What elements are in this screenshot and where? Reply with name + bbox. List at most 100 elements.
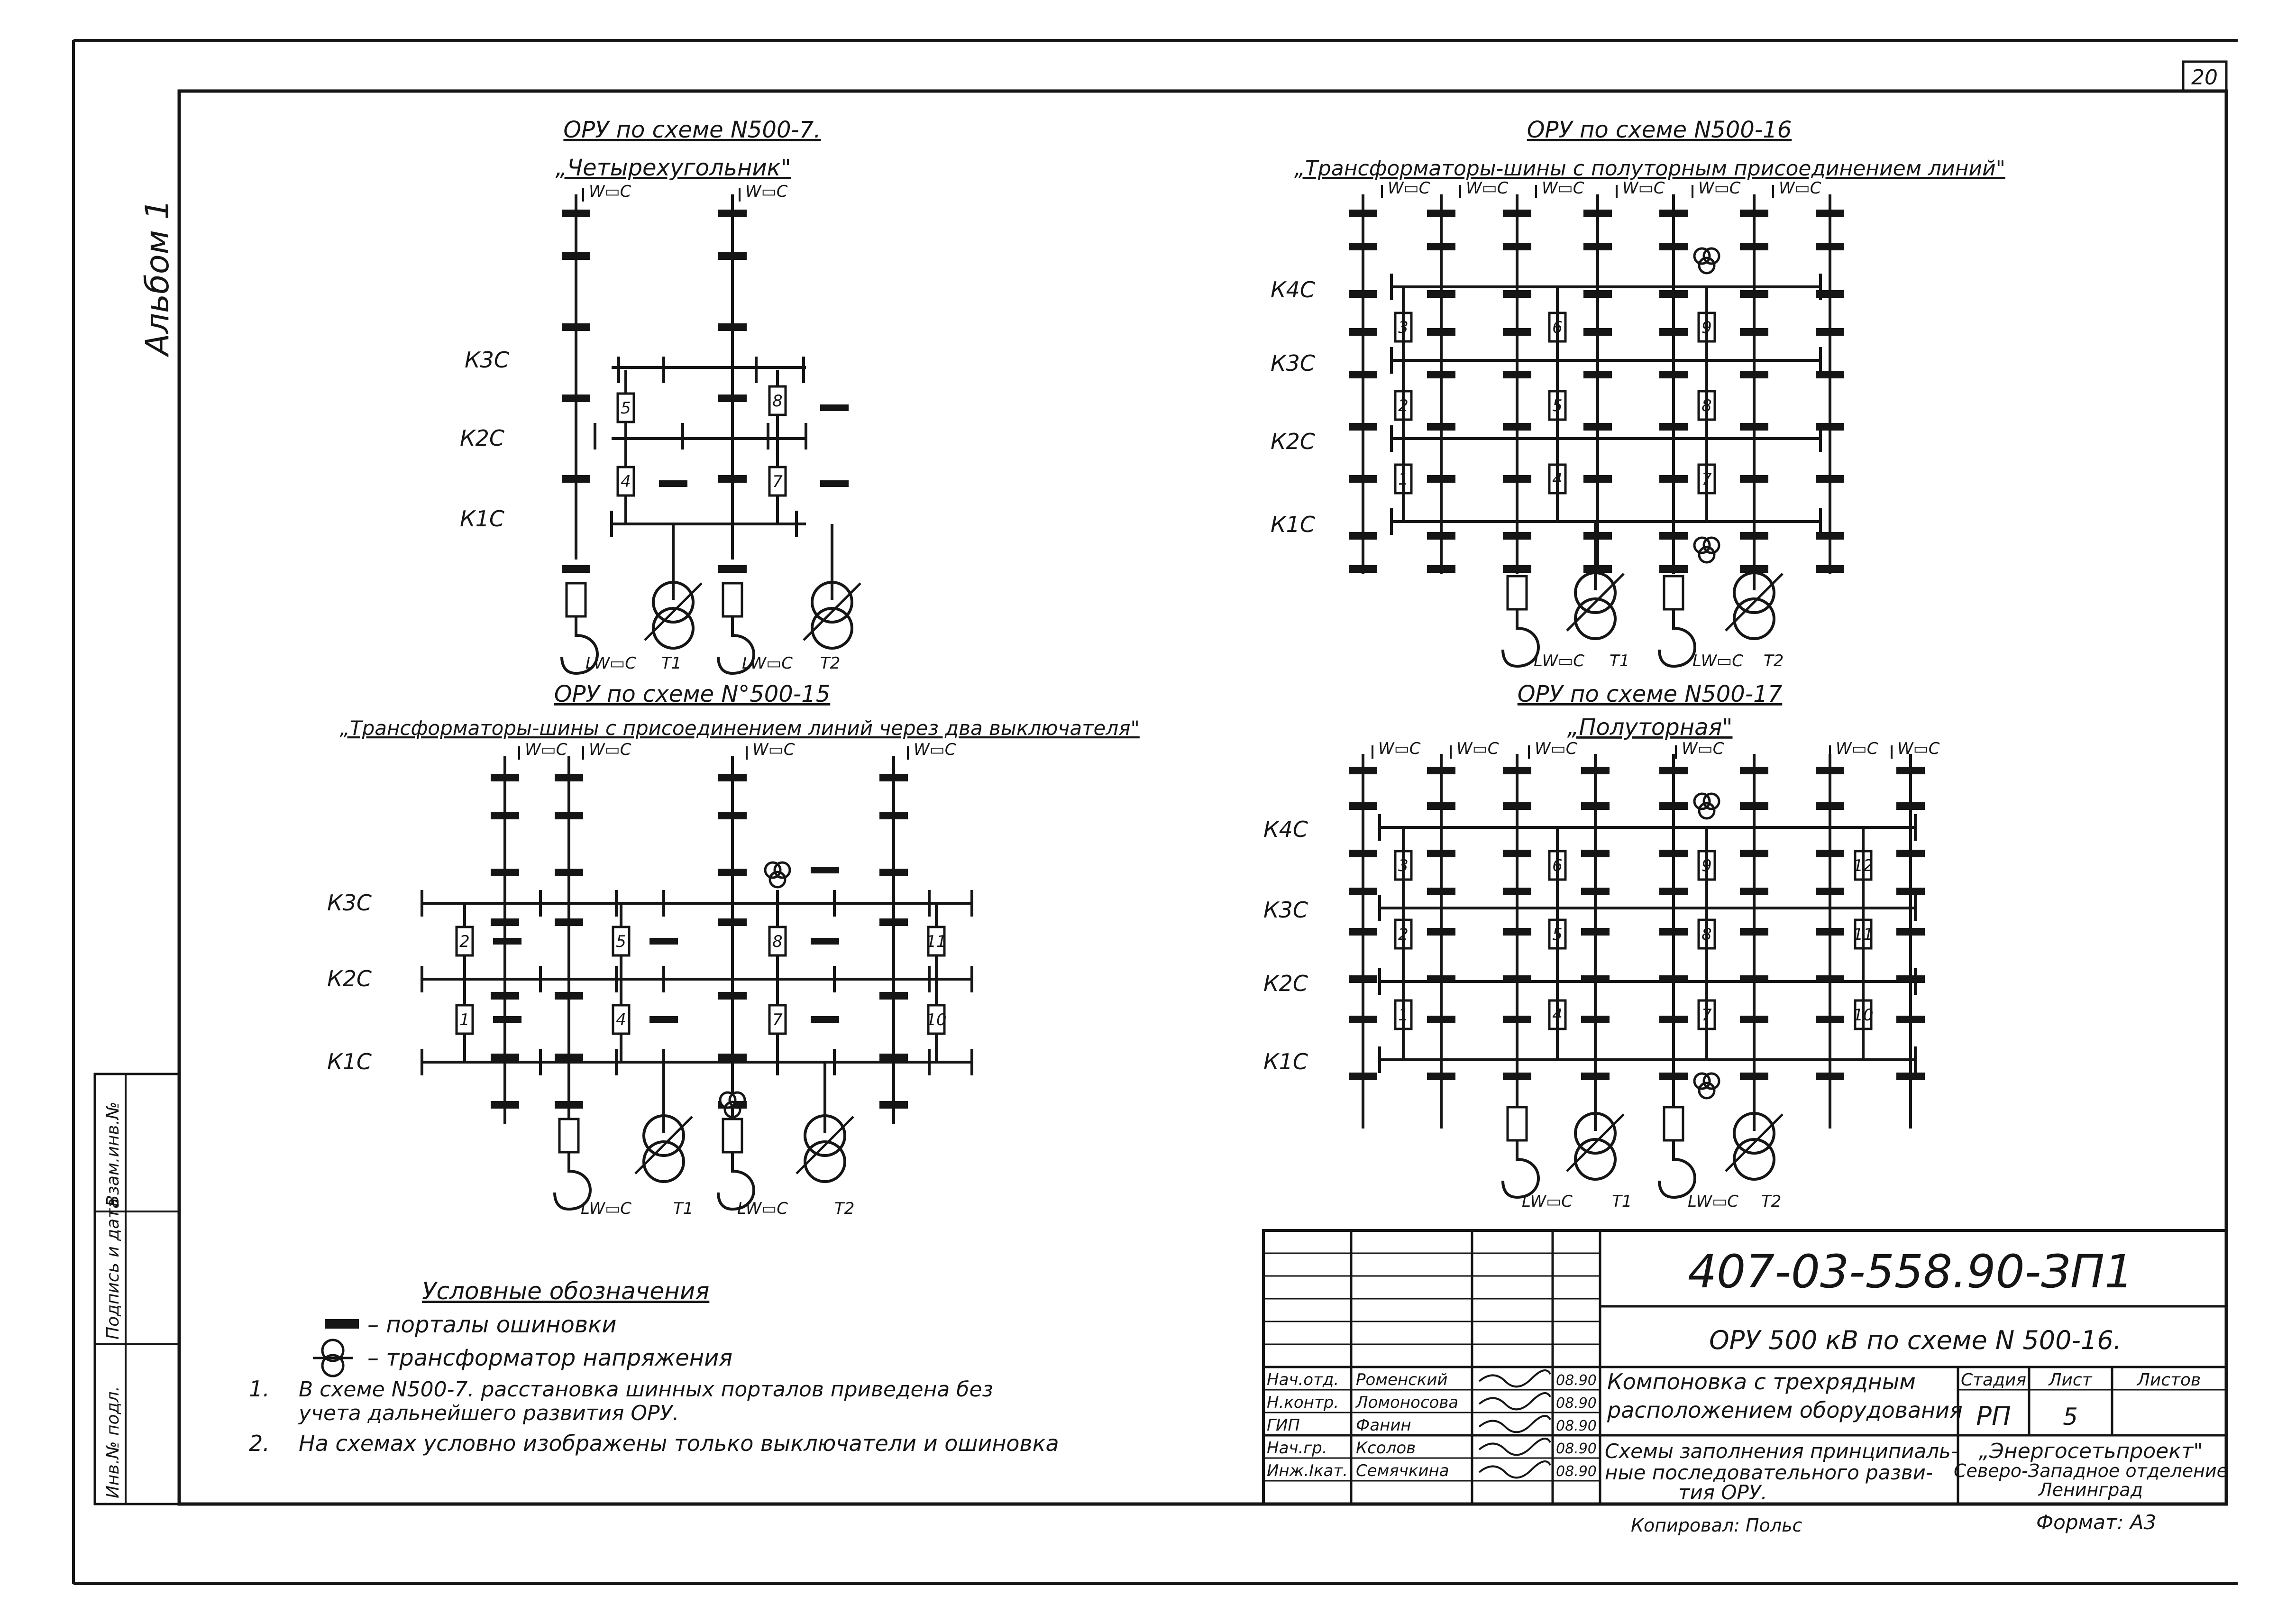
portal-symbol (1659, 1073, 1688, 1080)
portal-symbol (1740, 888, 1768, 895)
portal-symbol (1659, 767, 1688, 774)
portal-symbol (1816, 767, 1844, 774)
portal-symbol (1503, 888, 1531, 895)
portal-symbol (879, 1101, 908, 1109)
portal-symbol (1816, 928, 1844, 936)
sheet-no-value: 5 (2063, 1403, 2078, 1431)
portal-symbol (1816, 1016, 1844, 1023)
transformer-symbol (1733, 571, 1775, 614)
portal-symbol (1349, 975, 1377, 983)
portal-symbol (1349, 371, 1377, 378)
portal-symbol (1427, 475, 1455, 483)
scheme-500-15-title: ОРУ по схеме N°500-15 (554, 681, 831, 707)
portal-symbol (1349, 850, 1377, 857)
portal-symbol (1740, 928, 1768, 936)
voltage-transformer-symbol (1702, 536, 1720, 554)
portal-symbol (491, 869, 519, 876)
signature-name: Роменский (1356, 1370, 1448, 1389)
line-label: W▭C (1682, 739, 1724, 758)
line-label: W▭C (914, 740, 956, 759)
line-label: W▭C (1388, 179, 1430, 198)
portal-symbol (1740, 850, 1768, 857)
side-stamp: Инв.№ подл. Подпись и дата Взам.инв.№ (93, 1073, 181, 1505)
portal-symbol (1816, 565, 1844, 573)
portal-symbol (1740, 290, 1768, 298)
portal-symbol (1581, 767, 1610, 774)
handwritten-signature (1478, 1369, 1551, 1388)
portal-symbol (1349, 328, 1377, 336)
transformer-arrow (634, 1116, 693, 1174)
portal-symbol (325, 1319, 359, 1329)
portal-symbol (820, 404, 849, 411)
line-hook-symbol (717, 1152, 755, 1211)
portal-symbol (1816, 802, 1844, 810)
portal-symbol (1503, 423, 1531, 431)
portal-symbol (718, 323, 747, 331)
scheme-500-17-subtitle: „Полуторная" (1567, 714, 1733, 741)
bottom-label: T1 (1612, 1192, 1632, 1211)
bus-label: К3С (327, 890, 372, 916)
portal-symbol (649, 938, 678, 945)
breaker-symbol (616, 466, 635, 497)
portal-symbol (1583, 210, 1612, 217)
line-label: W▭C (745, 182, 788, 201)
transformer-symbol (642, 1140, 685, 1183)
signature-date: 08.90 (1556, 1440, 1597, 1457)
header-sheet: Лист (2048, 1370, 2092, 1390)
transformer-symbol (652, 607, 695, 650)
portal-symbol (1659, 371, 1688, 378)
portal-symbol (1659, 532, 1688, 540)
sheet-format: Формат: А3 (2036, 1511, 2156, 1534)
portal-symbol (1659, 243, 1688, 250)
portal-symbol (718, 869, 747, 876)
voltage-transformer-symbol (773, 861, 791, 879)
signature-role: Инж.Iкат. (1267, 1461, 1348, 1480)
description-1-line-2: расположением оборудования (1607, 1397, 1963, 1423)
portal-symbol (1896, 1073, 1925, 1080)
bus-label: К2С (1263, 971, 1308, 996)
bottom-label: T1 (661, 654, 681, 673)
side-stamp-replace: Взам.инв.№ (103, 1101, 123, 1207)
organization-line-3: Ленинград (2038, 1479, 2143, 1500)
notes: 1. В схеме N500-7. расстановка шинных по… (249, 1376, 1059, 1456)
transformer-arrow (644, 582, 703, 641)
portal-symbol (1659, 802, 1688, 810)
portal-symbol (1349, 290, 1377, 298)
portal-symbol (555, 918, 583, 926)
portal-symbol (555, 774, 583, 781)
portal-symbol (1740, 767, 1768, 774)
bottom-label: T1 (673, 1199, 693, 1218)
line-label: W▭C (1622, 179, 1665, 198)
portal-symbol (1427, 802, 1455, 810)
transformer-arrow (1725, 573, 1784, 632)
transformer-symbol (642, 1114, 685, 1157)
portal-symbol (562, 252, 590, 260)
bottom-label: LW▭C (742, 654, 793, 673)
handwritten-signature (1478, 1415, 1551, 1433)
portal-symbol (820, 480, 849, 487)
transformer-symbol (1574, 571, 1617, 614)
scheme-500-16-title: ОРУ по схеме N500-16 (1527, 117, 1792, 143)
portal-symbol (1349, 475, 1377, 483)
bus-label: К1С (327, 1049, 372, 1074)
portal-symbol (1349, 532, 1377, 540)
portal-symbol (1583, 290, 1612, 298)
breaker-symbol (927, 926, 946, 957)
line-trap-symbol (722, 582, 743, 618)
portal-symbol (879, 918, 908, 926)
organization-line-2: Северо-Западное отделение (1954, 1460, 2228, 1481)
portal-symbol (1427, 423, 1455, 431)
portal-symbol (1503, 850, 1531, 857)
portal-symbol (718, 918, 747, 926)
portal-symbol (1583, 475, 1612, 483)
portal-symbol (1659, 850, 1688, 857)
portal-symbol (879, 992, 908, 1000)
bottom-label: LW▭C (1692, 651, 1743, 670)
transformer-arrow (796, 1116, 854, 1174)
organization-line-1: „Энергосетьпроект" (1978, 1439, 2203, 1463)
line-trap-symbol (1663, 1106, 1684, 1142)
portal-symbol (1349, 802, 1377, 810)
breaker-label: 1 (459, 1010, 470, 1029)
portal-symbol (1581, 802, 1610, 810)
